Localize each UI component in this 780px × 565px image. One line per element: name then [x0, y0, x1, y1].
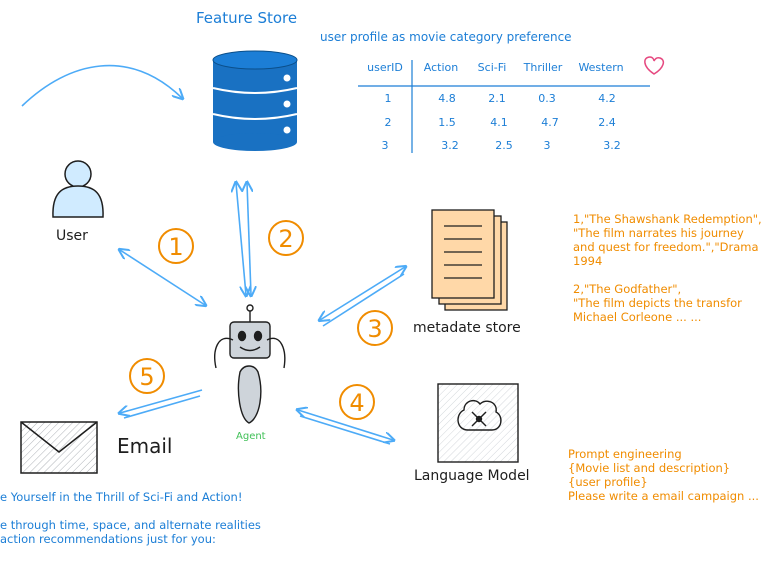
prompt-line: {Movie list and description} — [568, 461, 731, 475]
table-cell: 3.2 — [603, 139, 621, 152]
document-stack-icon — [431, 209, 508, 311]
feature-store-subtitle: user profile as movie category preferenc… — [320, 30, 572, 44]
table-header-thriller: Thriller — [523, 61, 563, 74]
agent-featurestore-arrow-b — [247, 183, 251, 295]
metadata-store-label: metadate store — [413, 320, 521, 336]
prompt-line: Please write a email campaign ... — [568, 489, 759, 503]
table-cell: 1 — [384, 92, 392, 105]
agent-metadata-arrow-a — [320, 267, 405, 320]
prompt-text: Prompt engineering {Movie list and descr… — [568, 447, 759, 503]
table-cell: 4.1 — [490, 116, 508, 129]
metadata-line: 1994 — [573, 254, 603, 268]
table-cell: 2.1 — [488, 92, 506, 105]
agent-llm-arrow-b — [299, 415, 391, 445]
feature-table: userID Action Sci-Fi Thriller Western 1 … — [355, 55, 655, 155]
table-cell: 2.4 — [598, 116, 616, 129]
robot-icon — [214, 304, 286, 424]
step-5-label: 5 — [139, 363, 154, 391]
table-cell: 3.2 — [441, 139, 459, 152]
envelope-icon — [20, 421, 98, 474]
table-header-scifi: Sci-Fi — [477, 61, 507, 74]
table-cell: 4.2 — [598, 92, 616, 105]
agent-metadata-arrow-b — [322, 273, 405, 327]
metadata-line: "The film depicts the transfor — [573, 296, 742, 310]
table-header-userid: userID — [367, 61, 403, 74]
user-label: User — [56, 228, 88, 244]
metadata-sample: 1,"The Shawshank Redemption", "The film … — [573, 212, 762, 324]
agent-email-arrow-a — [120, 389, 203, 413]
language-model-label: Language Model — [414, 468, 530, 484]
table-header-western: Western — [578, 61, 624, 74]
email-preview-text: e Yourself in the Thrill of Sci-Fi and A… — [0, 490, 261, 546]
metadata-line — [573, 268, 762, 282]
prompt-line: {user profile} — [568, 475, 648, 489]
user-agent-arrow — [120, 250, 205, 305]
table-cell: 2 — [384, 116, 392, 129]
step-1-label: 1 — [168, 233, 183, 261]
table-cell: 2.5 — [495, 139, 513, 152]
agent-featurestore-arrow-a — [236, 183, 246, 295]
feature-store-title: Feature Store — [196, 9, 298, 27]
user-icon — [52, 160, 104, 218]
prompt-line: Prompt engineering — [568, 447, 682, 461]
table-cell: 3 — [543, 139, 551, 152]
database-icon — [212, 50, 298, 151]
email-line: e Yourself in the Thrill of Sci-Fi and A… — [0, 490, 243, 504]
step-markers: 1 2 3 4 5 — [129, 220, 393, 420]
metadata-line: "The film narrates his journey — [573, 226, 744, 240]
table-header-action: Action — [423, 61, 459, 74]
table-cell: 1.5 — [438, 116, 456, 129]
agent-label: Agent — [236, 431, 266, 442]
agent-email-arrow-b — [123, 395, 201, 419]
email-line: action recommendations just for you: — [0, 532, 216, 546]
table-cell: 3 — [381, 139, 389, 152]
step-3-label: 3 — [367, 315, 382, 343]
email-line: e through time, space, and alternate rea… — [0, 518, 261, 532]
connector-arrows — [120, 183, 405, 445]
table-cell: 0.3 — [538, 92, 556, 105]
step-2-label: 2 — [278, 225, 293, 253]
incoming-curve-arrow — [21, 64, 182, 107]
agent-llm-arrow-a — [298, 410, 393, 440]
email-line — [0, 504, 261, 518]
heart-icon — [644, 56, 665, 75]
step-4-label: 4 — [349, 389, 364, 417]
table-cell: 4.7 — [541, 116, 559, 129]
brain-chip-icon — [437, 383, 519, 463]
metadata-line: and quest for freedom.","Drama — [573, 240, 759, 254]
metadata-line: 1,"The Shawshank Redemption", — [573, 212, 762, 226]
metadata-line: Michael Corleone ... ... — [573, 310, 702, 324]
email-label: Email — [117, 434, 173, 458]
table-cell: 4.8 — [438, 92, 456, 105]
table-lines — [358, 60, 650, 153]
metadata-line: 2,"The Godfather", — [573, 282, 682, 296]
